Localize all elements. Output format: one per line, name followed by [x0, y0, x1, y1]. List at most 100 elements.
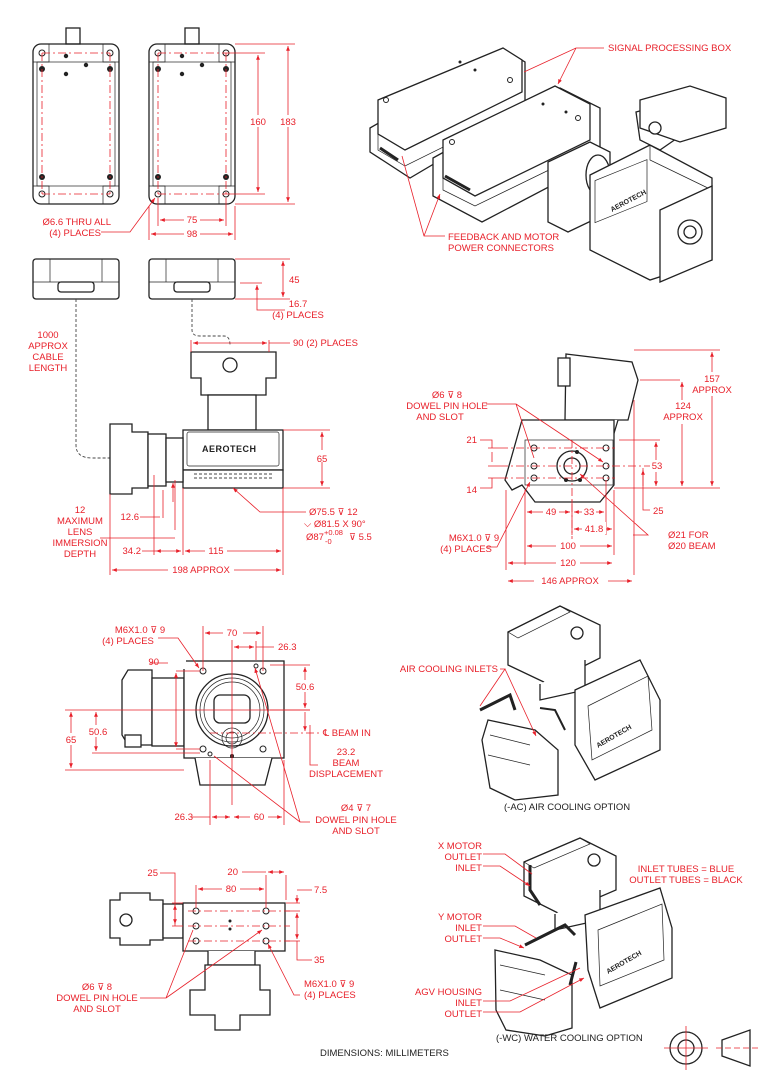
- connectors-label-line1: FEEDBACK AND MOTOR: [448, 232, 559, 243]
- beam-note-2: Ø20 BEAM: [668, 541, 716, 552]
- dim-80: 80: [226, 884, 237, 895]
- bottom-view: [63, 626, 320, 825]
- bottom-dowel-note-2: DOWEL PIN HOLE: [315, 815, 396, 826]
- dim-65-side: 65: [317, 454, 328, 465]
- agv-housing-inlet: INLET: [455, 998, 482, 1009]
- cable-note-4: LENGTH: [29, 363, 68, 374]
- y-motor-inlet: INLET: [455, 923, 482, 934]
- displacement-note-1: 23.2: [337, 747, 356, 758]
- beam-in-label: ℄ BEAM IN: [322, 728, 371, 739]
- dim-50-6-left: 50.6: [89, 727, 108, 738]
- dim-26-3-top: 26.3: [278, 642, 297, 653]
- dim-90-bottom: 90: [148, 657, 159, 668]
- isometric-assembly: AEROTECH: [369, 47, 727, 283]
- cable-note-1: 1000: [37, 330, 58, 341]
- dim-157: 157: [704, 374, 720, 385]
- dim-124-approx: APPROX: [663, 412, 703, 423]
- bore-note-3-base: Ø87: [306, 532, 324, 543]
- displacement-note-3: DISPLACEMENT: [309, 769, 383, 780]
- dim-20: 20: [227, 867, 238, 878]
- dim-25: 25: [653, 506, 664, 517]
- dim-12-6: 12.6: [121, 512, 140, 523]
- hole-note-line2: (4) PLACES: [49, 228, 101, 239]
- rear-dowel-note-1: Ø6 ⊽ 8: [82, 982, 112, 993]
- dim-16-7-places: (4) PLACES: [272, 310, 324, 321]
- third-angle-projection-symbol: [664, 1026, 760, 1070]
- dim-124: 124: [675, 401, 691, 412]
- air-cooling-inlets-label: AIR COOLING INLETS: [400, 664, 498, 675]
- front-dowel-note-1: Ø6 ⊽ 8: [432, 390, 462, 401]
- agv-housing-outlet: OUTLET: [445, 1009, 483, 1020]
- connectors-label-line2: POWER CONNECTORS: [448, 243, 554, 254]
- cable-note-2: APPROX: [28, 341, 68, 352]
- bottom-tap-note-1: M6X1.0 ⊽ 9: [115, 625, 165, 636]
- dim-146-approx: 146 APPROX: [541, 576, 599, 587]
- rear-tap-note-2: (4) PLACES: [304, 990, 356, 1001]
- signal-box-right-plan: [148, 27, 236, 205]
- dim-75: 75: [187, 215, 198, 226]
- dim-33: 33: [584, 507, 595, 518]
- lens-note-4: IMMERSION: [53, 538, 108, 549]
- dim-65-bottom: 65: [66, 735, 77, 746]
- bottom-tap-note-2: (4) PLACES: [102, 636, 154, 647]
- dim-60: 60: [254, 812, 265, 823]
- x-motor-label: X MOTOR: [438, 841, 482, 852]
- dim-157-approx: APPROX: [692, 385, 732, 396]
- dim-49: 49: [546, 507, 557, 518]
- water-cooling-caption: (-WC) WATER COOLING OPTION: [496, 1033, 643, 1044]
- bore-note-3-depth: ⊽ 5.5: [349, 532, 372, 543]
- dim-41-8: 41.8: [585, 524, 604, 535]
- y-motor-outlet: OUTLET: [445, 934, 483, 945]
- rear-tap-note-1: M6X1.0 ⊽ 9: [304, 979, 354, 990]
- dim-160: 160: [250, 117, 266, 128]
- bore-note-3-tol-down: -0: [325, 537, 332, 546]
- dim-7-5: 7.5: [314, 885, 327, 896]
- rear-dowel-note-3: AND SLOT: [73, 1004, 121, 1015]
- front-dowel-note-2: DOWEL PIN HOLE: [406, 401, 487, 412]
- hole-note-line1: Ø6.6 THRU ALL: [43, 217, 111, 228]
- top-view-dimensions: [101, 43, 298, 240]
- side-view: AEROTECH: [32, 258, 330, 575]
- air-cooling-isometric: AEROTECH: [479, 605, 661, 801]
- dim-34-2: 34.2: [123, 546, 142, 557]
- front-dowel-note-3: AND SLOT: [416, 412, 464, 423]
- dim-25-rear: 25: [147, 868, 158, 879]
- dim-50-6-right: 50.6: [296, 682, 315, 693]
- dim-45: 45: [289, 275, 300, 286]
- dim-53: 53: [652, 461, 663, 472]
- rear-dowel-note-2: DOWEL PIN HOLE: [56, 993, 137, 1004]
- lens-note-2: MAXIMUM: [57, 516, 103, 527]
- x-motor-inlet: INLET: [455, 863, 482, 874]
- signal-box-left-plan: [32, 27, 120, 205]
- dim-70: 70: [227, 628, 238, 639]
- tube-legend-outlet: OUTLET TUBES = BLACK: [629, 875, 743, 886]
- bore-note-1: Ø75.5 ⊽ 12: [309, 507, 358, 518]
- lens-note-1: 12: [75, 505, 86, 516]
- dim-120: 120: [560, 558, 576, 569]
- dim-16-7: 16.7: [289, 299, 308, 310]
- water-cooling-isometric: AEROTECH: [483, 837, 673, 1037]
- front-tap-note-2: (4) PLACES: [440, 544, 492, 555]
- bore-note-3-tol-up: +0.08: [324, 528, 343, 537]
- dim-100: 100: [560, 541, 576, 552]
- signal-processing-box-label: SIGNAL PROCESSING BOX: [608, 43, 732, 54]
- dim-14: 14: [466, 485, 477, 496]
- front-view: [480, 349, 734, 586]
- y-motor-label: Y MOTOR: [438, 912, 482, 923]
- lens-note-3: LENS: [68, 527, 93, 538]
- dim-35: 35: [314, 955, 325, 966]
- dim-90-2-places: 90 (2) PLACES: [293, 338, 358, 349]
- bottom-dowel-note-3: AND SLOT: [332, 826, 380, 837]
- brand-logo-side: AEROTECH: [202, 444, 257, 454]
- air-cooling-caption: (-AC) AIR COOLING OPTION: [504, 802, 630, 813]
- bottom-dowel-note-1: Ø4 ⊽ 7: [341, 803, 371, 814]
- displacement-note-2: BEAM: [333, 758, 360, 769]
- dim-115: 115: [208, 546, 223, 557]
- cable-note-3: CABLE: [32, 352, 63, 363]
- lens-note-5: DEPTH: [64, 549, 96, 560]
- dim-21: 21: [466, 435, 477, 446]
- dim-183: 183: [280, 117, 296, 128]
- top-view-signal-boxes: 160 183 75 98 Ø6.6 THRU ALL (4) PLACES: [32, 27, 298, 240]
- rear-view: [109, 870, 312, 1031]
